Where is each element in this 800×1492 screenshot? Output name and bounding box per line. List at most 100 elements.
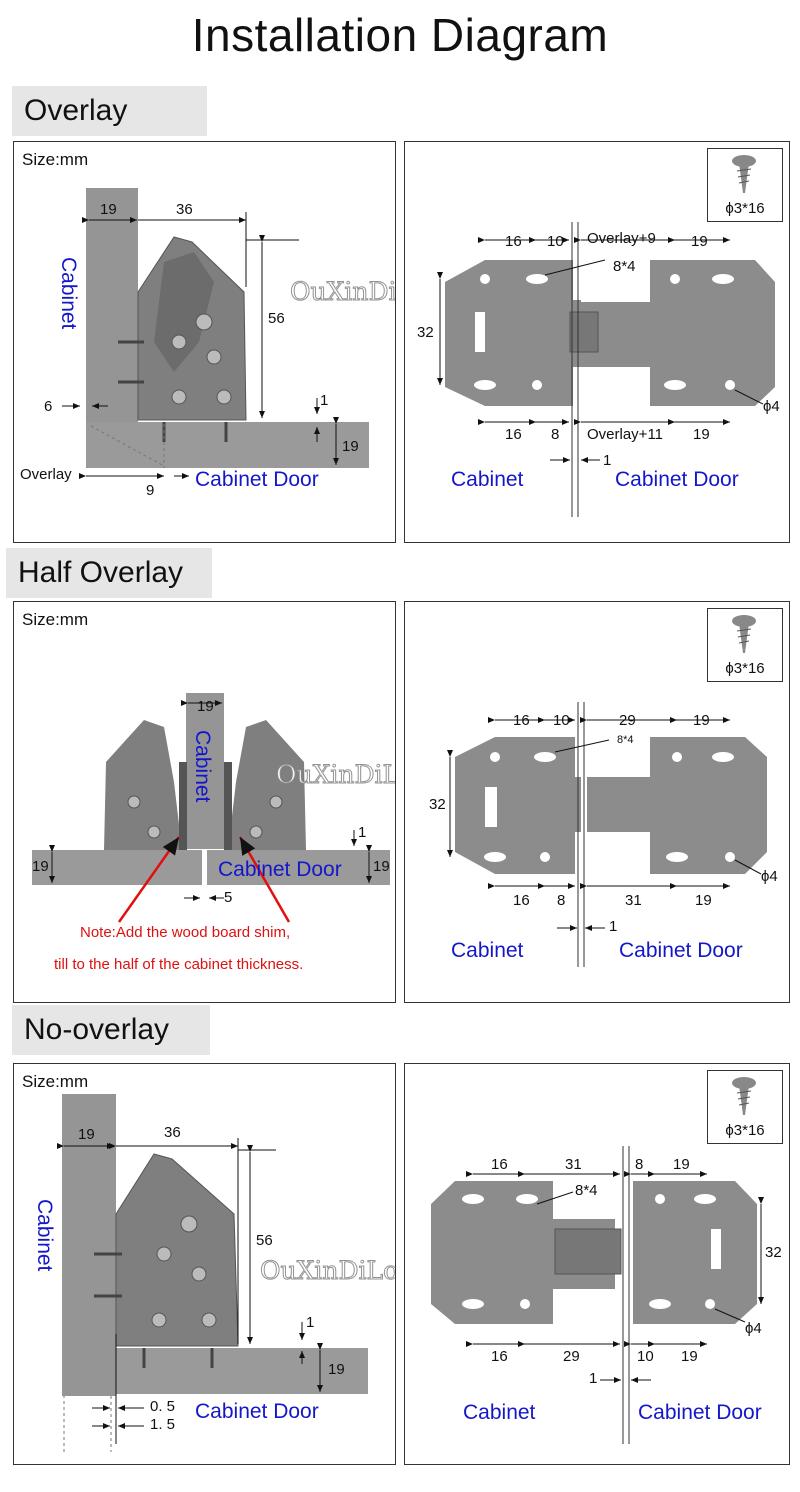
dim-5: 5 <box>224 889 233 906</box>
overlay-side-panel: Size:mm Cabinet 19 36 56 <box>13 141 396 543</box>
section-label-overlay: Overlay <box>12 86 207 136</box>
dim-36: 36 <box>164 1124 181 1141</box>
cabinet-label: Cabinet <box>33 1199 56 1272</box>
overlay-label: Overlay <box>20 466 72 483</box>
note-line-1: Note:Add the wood board shim, <box>80 924 291 941</box>
dim-gap-1: 1 <box>589 1370 598 1387</box>
cabinet-door-label: Cabinet Door <box>195 468 319 491</box>
dim-1-5: 1. 5 <box>150 1416 176 1433</box>
hinge-right <box>228 720 306 850</box>
dim-top-31: 31 <box>565 1156 582 1173</box>
hole-diameter: ϕ4 <box>761 868 778 885</box>
dim-36: 36 <box>176 201 193 218</box>
shim-left <box>179 762 187 850</box>
door-leaf <box>581 260 775 406</box>
page-title: Installation Diagram <box>191 9 609 61</box>
door-leaf <box>587 737 767 874</box>
dim-56: 56 <box>268 310 285 327</box>
overlay-top-drawing <box>437 222 775 517</box>
half-overlay-side-drawing <box>32 693 390 923</box>
no-overlay-top-drawing <box>431 1146 764 1444</box>
half-overlay-top-drawing <box>447 702 767 967</box>
dim-bottom-overlay-11: Overlay+11 <box>587 426 664 443</box>
dim-6: 6 <box>44 398 53 415</box>
door-panel-left <box>32 850 202 885</box>
size-unit-label: Size:mm <box>22 1072 89 1091</box>
cabinet-panel <box>186 693 224 849</box>
dim-9: 9 <box>146 482 155 499</box>
cabinet-panel <box>86 188 138 424</box>
watermark: OuXinDiLong® <box>275 760 395 790</box>
dim-19-cabinet: 19 <box>197 698 214 715</box>
screw-icon <box>732 615 756 653</box>
no-overlay-side-panel: Size:mm Cabinet 19 36 56 1 19 0. 5 1. 5 … <box>13 1063 396 1465</box>
dim-bottom-16: 16 <box>513 892 530 909</box>
size-unit-label: Size:mm <box>22 610 89 629</box>
section-label-half-overlay: Half Overlay <box>6 548 212 598</box>
cabinet-label: Cabinet <box>451 468 524 491</box>
dim-top-19: 19 <box>673 1156 690 1173</box>
screw-size: ϕ3*16 <box>725 1122 765 1139</box>
dim-top-10: 10 <box>547 233 564 250</box>
dim-bottom-8: 8 <box>551 426 560 443</box>
slot-size: 8*4 <box>575 1182 598 1199</box>
half-overlay-side-panel: Size:mm 19 Cabinet 19 19 1 5 Cabinet Doo… <box>13 601 396 1003</box>
dim-bottom-8: 8 <box>557 892 566 909</box>
section-label-no-overlay: No-overlay <box>12 1005 210 1055</box>
cabinet-door-label: Cabinet Door <box>195 1400 319 1423</box>
dim-1: 1 <box>358 824 367 841</box>
cabinet-door-label: Cabinet Door <box>218 858 342 881</box>
screw-icon <box>732 155 756 193</box>
watermark: OuXinDiLong® <box>289 277 396 307</box>
dim-top-8: 8 <box>635 1156 644 1173</box>
cabinet-leaf <box>445 260 581 406</box>
overlay-top-panel: ϕ3*16 16 10 Overlay+9 19 8*4 32 16 8 Ove… <box>404 141 790 543</box>
no-overlay-top-panel: ϕ3*16 16 31 8 19 8*4 32 16 29 10 19 ϕ4 1… <box>404 1063 790 1465</box>
dim-gap-1: 1 <box>603 452 612 469</box>
dim-32: 32 <box>417 324 434 341</box>
dim-19: 19 <box>78 1126 95 1143</box>
dim-bottom-19: 19 <box>681 1348 698 1365</box>
no-overlay-side-drawing <box>57 1094 368 1452</box>
screw-size: ϕ3*16 <box>725 200 765 217</box>
cabinet-door-label: Cabinet Door <box>615 468 739 491</box>
dim-56: 56 <box>256 1232 273 1249</box>
door-panel-right <box>207 850 390 885</box>
dim-bottom-10: 10 <box>637 1348 654 1365</box>
dim-bottom-16: 16 <box>505 426 522 443</box>
dim-gap-1: 1 <box>609 918 618 935</box>
dim-1: 1 <box>306 1314 315 1331</box>
screw-spec-box: ϕ3*16 <box>707 608 783 682</box>
screw-spec-box: ϕ3*16 <box>707 148 783 222</box>
dim-bottom-19: 19 <box>693 426 710 443</box>
dim-19: 19 <box>100 201 117 218</box>
dim-19-right: 19 <box>373 858 390 875</box>
dim-bottom-29: 29 <box>563 1348 580 1365</box>
dim-32: 32 <box>429 796 446 813</box>
dim-1: 1 <box>320 392 329 409</box>
dim-top-19: 19 <box>691 233 708 250</box>
slot-size: 8*4 <box>613 258 636 275</box>
slot-size: 8*4 <box>617 734 634 746</box>
overlay-side-drawing <box>62 188 369 479</box>
dim-bottom-31: 31 <box>625 892 642 909</box>
dim-top-19: 19 <box>693 712 710 729</box>
cabinet-label: Cabinet <box>463 1401 536 1424</box>
dim-top-overlay-9: Overlay+9 <box>587 230 656 247</box>
door-panel <box>116 1348 368 1394</box>
dim-top-16: 16 <box>505 233 522 250</box>
dim-top-16: 16 <box>491 1156 508 1173</box>
cabinet-label: Cabinet <box>57 257 80 330</box>
hole-diameter: ϕ4 <box>745 1320 762 1337</box>
half-overlay-top-panel: ϕ3*16 16 10 29 19 8*4 32 16 8 31 19 ϕ4 1… <box>404 601 790 1003</box>
dim-19-door: 19 <box>342 438 359 455</box>
dim-19-left: 19 <box>32 858 49 875</box>
dim-0-5: 0. 5 <box>150 1398 176 1415</box>
shim-right <box>224 762 232 850</box>
cabinet-door-label: Cabinet Door <box>619 939 743 962</box>
hinge-body <box>115 1153 239 1347</box>
cabinet-leaf <box>431 1181 615 1324</box>
hole-diameter: ϕ4 <box>763 398 780 415</box>
dim-top-16: 16 <box>513 712 530 729</box>
watermark: OuXinDiLong® <box>259 1256 396 1286</box>
